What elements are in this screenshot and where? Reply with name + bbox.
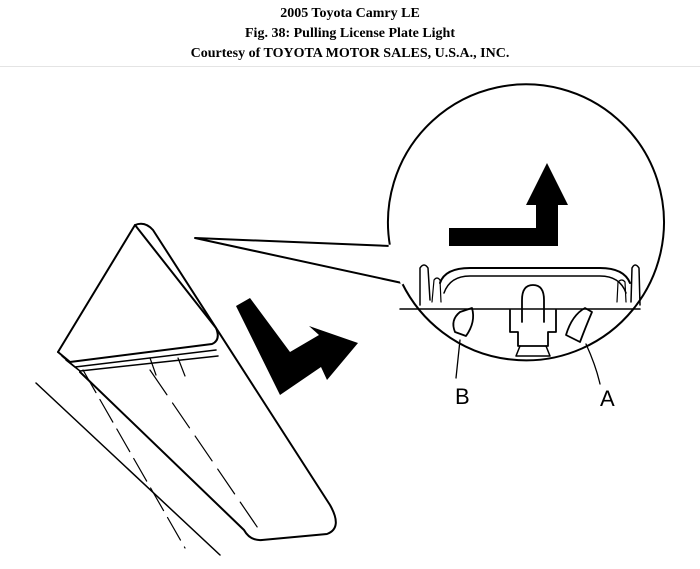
callout-label-a: A [600, 386, 615, 411]
header-figure-title: Fig. 38: Pulling License Plate Light [245, 26, 455, 41]
figure-header: 2005 Toyota Camry LE Fig. 38: Pulling Li… [0, 4, 700, 64]
callout-label-b: B [455, 384, 470, 409]
lamp-housing-section [399, 264, 641, 385]
detail-magnifier [194, 83, 665, 362]
header-vehicle: 2005 Toyota Camry LE [280, 6, 420, 21]
bumper-panel [35, 222, 337, 556]
header-courtesy: Courtesy of TOYOTA MOTOR SALES, U.S.A., … [190, 46, 510, 61]
license-plate-light-lens [57, 224, 219, 377]
header-divider [0, 66, 700, 67]
release-direction-arrow [449, 163, 568, 246]
pull-direction-arrow [236, 298, 358, 395]
